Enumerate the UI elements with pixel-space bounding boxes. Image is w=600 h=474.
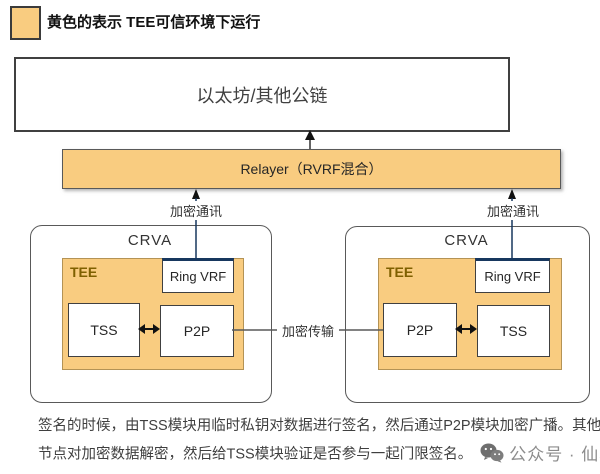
crva-right-tee-label: TEE (386, 264, 414, 280)
p2p-label: P2P (183, 323, 211, 339)
footer-text-line1: 签名的时候，由TSS模块用临时私钥对数据进行签名，然后通过P2P模块加密广播。其… (38, 418, 600, 434)
legend-label: 黄色的表示 TEE可信环境下运行 (47, 14, 261, 31)
encrypted-transfer-label: 加密传输 (277, 321, 339, 340)
crva-right-title: CRVA (444, 232, 489, 249)
crva-right-tss-box: TSS (477, 305, 550, 357)
right-encrypted-comm-label: 加密通讯 (481, 201, 545, 220)
tss-label: TSS (90, 322, 118, 338)
legend-yellow-swatch (10, 6, 41, 40)
up-arrowhead-icon (192, 189, 200, 199)
watermark: 公众号 · 仙壤 (480, 440, 600, 465)
public-chain-box: 以太坊/其他公链 (14, 57, 510, 132)
wechat-icon (480, 443, 504, 463)
ring-vrf-label: Ring VRF (484, 269, 541, 284)
crva-left-tss-box: TSS (68, 303, 140, 357)
relayer-label: Relayer（RVRF混合） (240, 161, 383, 177)
crva-left-p2p-box: P2P (160, 305, 234, 357)
crva-right-ring-vrf-box: Ring VRF (475, 258, 550, 293)
public-chain-label: 以太坊/其他公链 (196, 85, 328, 106)
footer-text-line2: 节点对加密数据解密，然后给TSS模块验证是否参与一起门限签名。 公众号 · 仙壤 (38, 440, 600, 465)
relayer-box: Relayer（RVRF混合） (62, 149, 561, 189)
p2p-label: P2P (406, 322, 434, 338)
crva-left-ring-vrf-box: Ring VRF (162, 258, 234, 293)
crva-left-tee-label: TEE (70, 264, 98, 280)
left-encrypted-comm-label: 加密通讯 (164, 201, 228, 220)
crva-left-title: CRVA (127, 232, 173, 249)
watermark-text: 公众号 · 仙壤 (509, 445, 600, 464)
footer-text-line2-content: 节点对加密数据解密，然后给TSS模块验证是否参与一起门限签名。 (38, 446, 473, 463)
ring-vrf-label: Ring VRF (169, 269, 227, 284)
up-arrowhead-icon (508, 189, 516, 199)
crva-right-p2p-box: P2P (383, 303, 457, 357)
tss-label: TSS (499, 323, 528, 339)
